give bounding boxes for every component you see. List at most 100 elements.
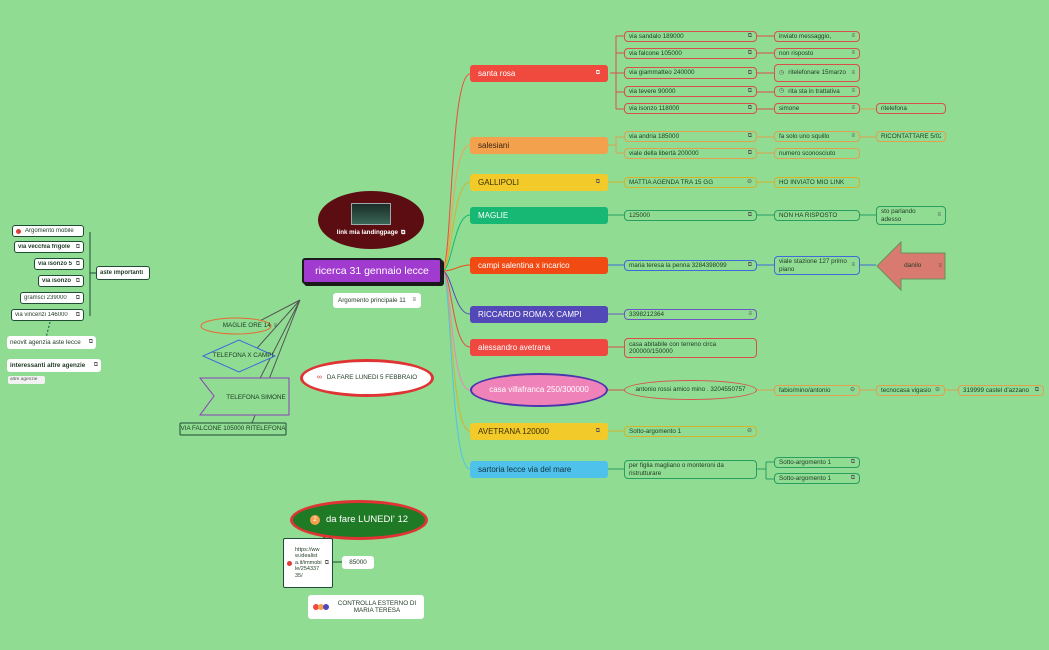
branch-salesiani[interactable]: salesiani <box>470 137 608 154</box>
external-link-icon[interactable]: ⧉ <box>400 229 406 236</box>
external-link-icon[interactable]: ⧉ <box>747 33 752 40</box>
price-85000[interactable]: 85000 <box>342 556 374 569</box>
branch-santa-rosa[interactable]: santa rosa⧉ <box>470 65 608 82</box>
note-simone[interactable]: simone≡ <box>774 103 860 114</box>
note-sotto-argomento-1a[interactable]: Sotto-argomento 1⧉ <box>774 457 860 468</box>
todo-telefona-campi[interactable]: TELEFONA X CAMPI <box>208 350 278 362</box>
external-link-icon[interactable]: ⧉ <box>747 133 752 140</box>
note-castel-dazzano[interactable]: 319999 castel d'azzano⧉ <box>958 385 1044 396</box>
branch-riccardo-roma[interactable]: RICCARDO ROMA X CAMPI <box>470 306 608 323</box>
node-label: 3398212364 <box>629 310 665 318</box>
note-ricontattare[interactable]: RICONTATTARE 5/02 <box>876 131 946 142</box>
external-link-icon[interactable]: ⧉ <box>747 50 752 57</box>
left-item-argomento-mobile[interactable]: Argomento mobile <box>12 225 84 237</box>
branch-gallipoli[interactable]: GALLIPOLI⧉ <box>470 174 608 191</box>
leaf-per-figlia[interactable]: per figlia magliano o monteroni da ristr… <box>624 460 757 479</box>
controlla-esterno[interactable]: CONTROLLA ESTERNO DI MARIA TERESA <box>308 595 424 619</box>
left-item-vincenzi[interactable]: via vincenzi 146000⧉ <box>11 309 84 321</box>
left-hub-aste[interactable]: aste importanti <box>96 266 150 280</box>
leaf-via-tevere[interactable]: via tevere 90000⧉ <box>624 86 757 97</box>
note-sto-parlando[interactable]: sto parlando adesso≡ <box>876 206 946 225</box>
branch-casa-villafranca[interactable]: casa villafranca 250/300000 <box>470 373 608 407</box>
todo-lunedi-12[interactable]: 2 da fare LUNEDI' 12 <box>290 500 428 540</box>
leaf-avetrana-sotto[interactable]: Sotto-argomento 1⊖ <box>624 426 757 437</box>
collapse-icon[interactable]: ⊖ <box>746 428 752 435</box>
leaf-antonio-rossi[interactable]: antonio rossi amico mino . 3204550757 <box>624 380 757 400</box>
external-link-icon[interactable]: ⧉ <box>747 88 752 95</box>
external-link-icon[interactable]: ⧉ <box>93 362 98 369</box>
note-squillo[interactable]: fa solo uno squillo≡ <box>774 131 860 142</box>
collapse-icon[interactable]: ⊖ <box>934 387 940 394</box>
external-link-icon[interactable]: ⧉ <box>75 277 80 284</box>
note-ritelefonare[interactable]: ◷ritelefonare 15marzo≡ <box>774 64 860 82</box>
note-viale-stazione[interactable]: viale stazione 127 primo piano≡ <box>774 256 860 275</box>
branch-alessandro-avetrana[interactable]: alessandro avetrana <box>470 339 608 356</box>
central-topic[interactable]: ricerca 31 gennaio lecce <box>302 258 442 284</box>
external-link-icon[interactable]: ⧉ <box>747 69 752 76</box>
external-link-icon[interactable]: ⧉ <box>75 294 80 301</box>
external-link-icon[interactable]: ⧉ <box>595 179 600 186</box>
node-label: HO INVIATO MIO LINK <box>779 178 845 186</box>
note-numero-sconosciuto[interactable]: numero sconosciuto <box>774 148 860 159</box>
todo-telefona-simone[interactable]: TELEFONA SIMONE <box>218 392 294 404</box>
external-link-icon[interactable]: ⧉ <box>595 70 600 77</box>
note-inviato-link[interactable]: HO INVIATO MIO LINK <box>774 177 860 188</box>
external-link-icon[interactable]: ⧉ <box>747 262 752 269</box>
external-link-icon[interactable]: ⧉ <box>747 150 752 157</box>
note-sotto-argomento-1b[interactable]: Sotto-argomento 1⧉ <box>774 473 860 484</box>
leaf-via-falcone[interactable]: via falcone 105000⧉ <box>624 48 757 59</box>
notes-icon: ≡ <box>938 262 942 269</box>
leaf-via-andria[interactable]: via andria 185000⧉ <box>624 131 757 142</box>
neovit-node[interactable]: neovit agenzia aste lecce⧉ <box>7 336 96 349</box>
interessanti-node[interactable]: interessanti altre agenzie⧉ <box>7 359 101 372</box>
external-link-icon[interactable]: ⧉ <box>75 311 80 318</box>
todo-via-falcone[interactable]: VIA FALCONE 105000 RITELEFONA <box>180 423 286 435</box>
collapse-icon[interactable]: ⊖ <box>849 387 855 394</box>
note-non-ha-risposto[interactable]: NON HA RISPOSTO <box>774 210 860 221</box>
altre-agenzie-tag: altre agenzie <box>8 376 45 384</box>
note-ritelefona[interactable]: ritelefona <box>876 103 946 114</box>
branch-avetrana[interactable]: AVETRANA 120000⧉ <box>470 423 608 440</box>
external-link-icon[interactable]: ⧉ <box>75 243 80 250</box>
landing-page-node[interactable]: link mia landingpage ⧉ <box>318 191 424 249</box>
leaf-maria-teresa[interactable]: maria teresa la penna 3284398099⧉ <box>624 260 757 271</box>
external-link-icon[interactable]: ⧉ <box>88 339 93 346</box>
left-item-vecchia-frigole[interactable]: via vecchia frigole⧉ <box>14 241 84 253</box>
leaf-via-isonzo-118000[interactable]: via isonzo 118000 ⧉ <box>624 103 757 114</box>
leaf-via-giammatteo[interactable]: via giammatteo 240000⧉ <box>624 67 757 79</box>
note-tecnocasa[interactable]: tecnocasa vigasio⊖ <box>876 385 945 396</box>
todo-maglie-ore-14[interactable]: MAGLIE ORE 14≡ <box>216 320 284 332</box>
note-inviato-messaggio[interactable]: inviato messaggio,≡ <box>774 31 860 42</box>
left-item-isonzo[interactable]: via isonzo⧉ <box>38 275 84 287</box>
note-non-risposto[interactable]: non risposto≡ <box>774 48 860 59</box>
external-link-icon[interactable]: ⧉ <box>747 105 752 112</box>
note-fabio-mino-antonio[interactable]: fabio/mino/antonio⊖ <box>774 385 860 396</box>
central-subtopic[interactable]: Argomento principale 11 ≡ <box>333 293 421 308</box>
external-link-icon[interactable]: ⧉ <box>850 459 855 466</box>
arrow-shape-danilo[interactable] <box>876 241 946 291</box>
left-item-gramsci[interactable]: gramsci 239000⧉ <box>20 292 84 304</box>
leaf-125000[interactable]: 125000⧉ <box>624 210 757 221</box>
leaf-mattia-agenda[interactable]: MATTIA AGENDA TRA 15 GG⊖ <box>624 177 757 188</box>
collapse-icon[interactable]: ⊖ <box>746 179 752 186</box>
external-link-icon[interactable]: ⧉ <box>324 559 329 566</box>
branch-maglie[interactable]: MAGLIE <box>470 207 608 224</box>
idealista-link-node[interactable]: https://www.idealista.it/immobile/254337… <box>283 538 333 588</box>
external-link-icon[interactable]: ⧉ <box>595 428 600 435</box>
note-rita-trattativa[interactable]: ◷rita sta in trattativa≡ <box>774 86 860 97</box>
external-link-icon[interactable]: ⧉ <box>1034 387 1039 394</box>
leaf-casa-abitabile[interactable]: casa abitabile con terreno circa 200000/… <box>624 338 757 358</box>
todo-5-febbraio[interactable]: ∞ DA FARE LUNEDI 5 FEBBRAIO <box>300 359 434 397</box>
branch-sartoria-lecce[interactable]: sartoria lecce via del mare <box>470 461 608 478</box>
node-label: via sandalo 189000 <box>629 32 684 40</box>
leaf-viale-liberta[interactable]: viale della libertà 200000⧉ <box>624 148 757 159</box>
external-link-icon[interactable]: ⧉ <box>850 475 855 482</box>
leaf-via-sandalo[interactable]: via sandalo 189000 ⧉ <box>624 31 757 42</box>
node-label: simone <box>779 104 800 112</box>
external-link-icon[interactable]: ⧉ <box>747 212 752 219</box>
node-label: via isonzo 118000 <box>629 104 680 112</box>
branch-campi-salentina[interactable]: campi salentina x incarico <box>470 257 608 274</box>
external-link-icon[interactable]: ⧉ <box>75 260 80 267</box>
left-item-isonzo-5[interactable]: via isonzo 5⧉ <box>34 258 84 270</box>
leaf-3398212364[interactable]: 3398212364≡ <box>624 309 757 320</box>
